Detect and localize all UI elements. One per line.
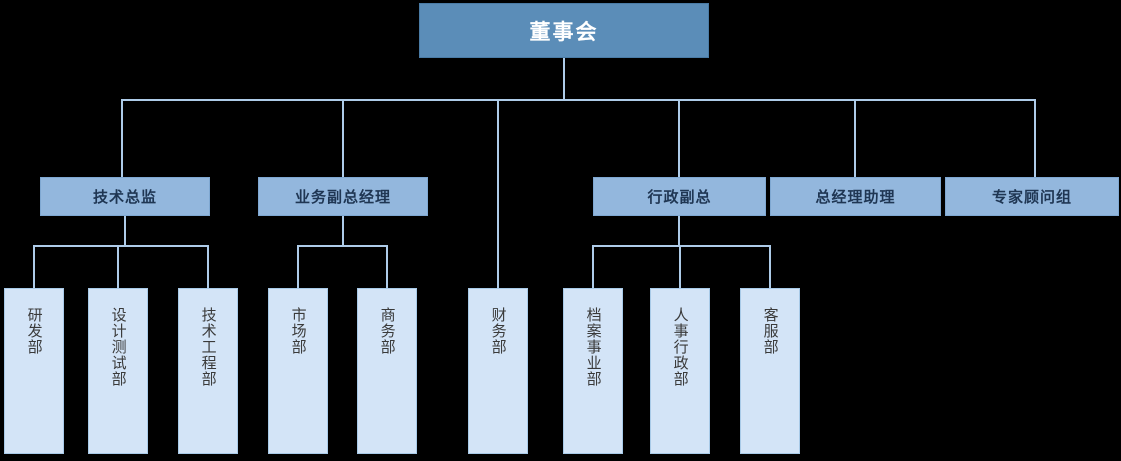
node-archive-biz-dept-label: 档案事业部	[584, 307, 602, 387]
node-design-test-dept-label: 设计测试部	[109, 307, 127, 387]
connector-bus-drop-admin-vp	[678, 99, 680, 178]
node-rd-dept-label: 研发部	[25, 307, 43, 355]
node-commerce-dept-label: 商务部	[378, 307, 396, 355]
connector-bus-drop-tech-director	[121, 99, 123, 178]
node-admin-vp[interactable]: 行政副总	[593, 177, 766, 216]
node-hr-admin-dept[interactable]: 人事行政部	[650, 288, 710, 454]
connector-root-stem	[563, 58, 565, 100]
connector-admin-vp-stem	[678, 216, 680, 246]
node-archive-biz-dept[interactable]: 档案事业部	[563, 288, 623, 454]
node-expert-advisory[interactable]: 专家顾问组	[945, 177, 1119, 216]
connector-drop-tech-eng-dept	[207, 245, 209, 289]
node-customer-svc-dept[interactable]: 客服部	[740, 288, 800, 454]
connector-admin-vp-bus	[592, 245, 771, 247]
node-marketing-dept[interactable]: 市场部	[268, 288, 328, 454]
node-rd-dept[interactable]: 研发部	[4, 288, 64, 454]
node-finance-dept[interactable]: 财务部	[468, 288, 528, 454]
node-gm-assistant[interactable]: 总经理助理	[770, 177, 941, 216]
connector-drop-design-test-dept	[117, 245, 119, 289]
connector-bus-drop-gm-assistant	[854, 99, 856, 178]
connector-main-bus	[121, 99, 1036, 101]
connector-bus-drop-expert-advisory	[1034, 99, 1036, 178]
node-commerce-dept[interactable]: 商务部	[357, 288, 417, 454]
connector-drop-hr-admin-dept	[679, 245, 681, 289]
node-finance-dept-label: 财务部	[489, 307, 507, 355]
connector-bus-drop-finance-dept	[497, 99, 499, 289]
node-customer-svc-dept-label: 客服部	[761, 307, 779, 355]
node-business-vp[interactable]: 业务副总经理	[258, 177, 428, 216]
node-design-test-dept[interactable]: 设计测试部	[88, 288, 148, 454]
node-tech-eng-dept[interactable]: 技术工程部	[178, 288, 238, 454]
connector-drop-customer-svc-dept	[769, 245, 771, 289]
connector-tech-director-stem	[124, 216, 126, 246]
connector-tech-director-bus	[33, 245, 209, 247]
connector-drop-archive-biz-dept	[592, 245, 594, 289]
connector-bus-drop-business-vp	[342, 99, 344, 178]
connector-business-vp-stem	[342, 216, 344, 246]
node-marketing-dept-label: 市场部	[289, 307, 307, 355]
node-tech-director[interactable]: 技术总监	[40, 177, 210, 216]
node-hr-admin-dept-label: 人事行政部	[671, 307, 689, 387]
connector-business-vp-bus	[297, 245, 388, 247]
connector-drop-rd-dept	[33, 245, 35, 289]
connector-drop-marketing-dept	[297, 245, 299, 289]
node-board-of-directors[interactable]: 董事会	[419, 3, 709, 58]
connector-drop-commerce-dept	[386, 245, 388, 289]
node-tech-eng-dept-label: 技术工程部	[199, 307, 217, 387]
